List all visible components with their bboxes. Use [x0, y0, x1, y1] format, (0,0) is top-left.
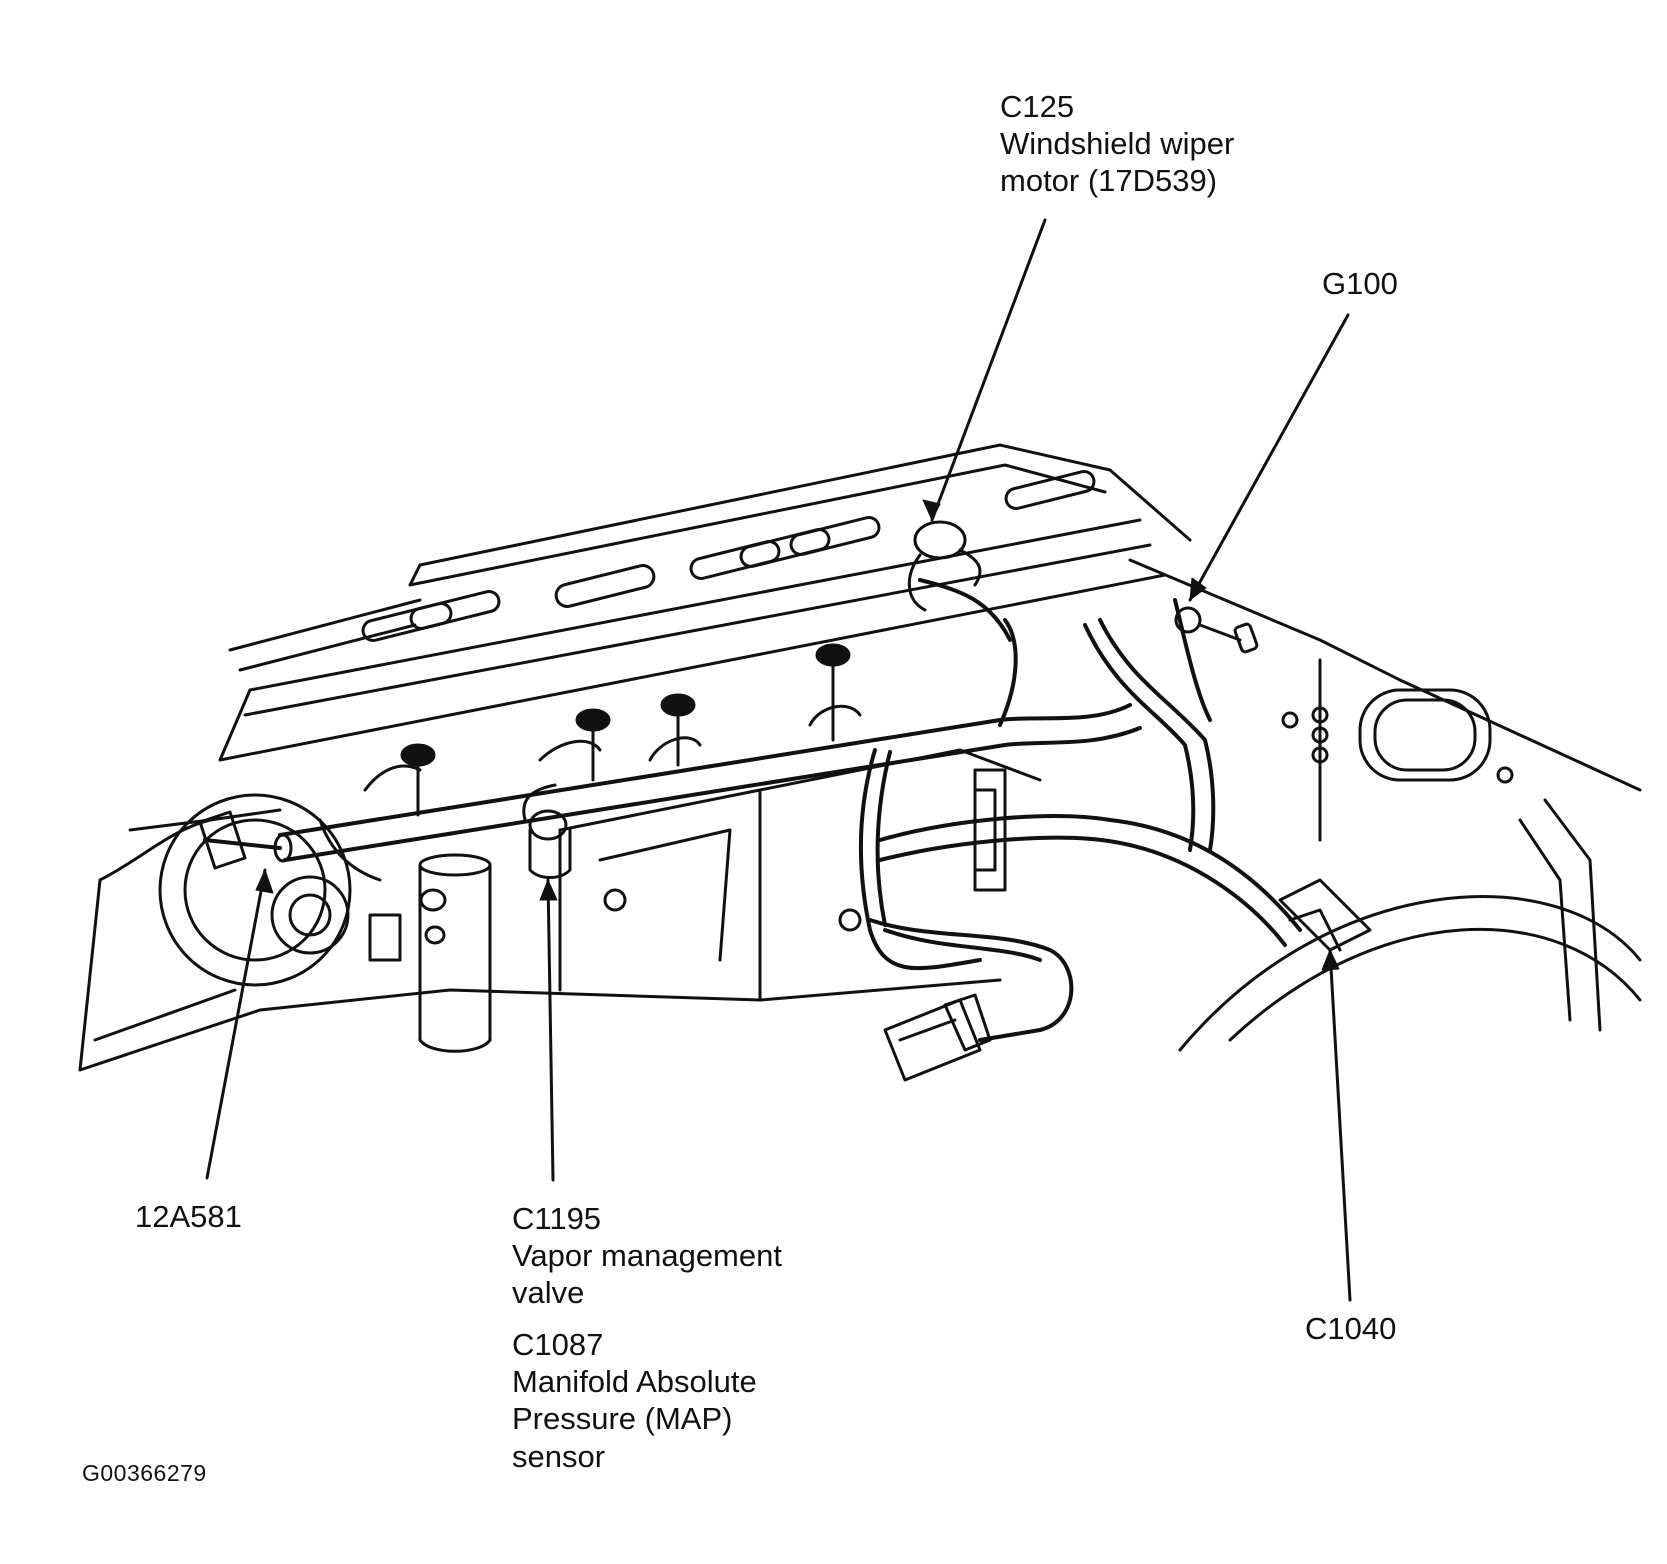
callout-c1087-line3: sensor [512, 1438, 606, 1474]
right-fender-wheelwell [1128, 558, 1642, 1052]
callout-c1087-line1: Manifold Absolute [512, 1364, 757, 1400]
connector-c1040-body [1278, 878, 1372, 952]
leader-12a581 [205, 868, 267, 1180]
callout-c1087: C1087 Manifold Absolute Pressure (MAP) s… [512, 1326, 757, 1475]
connector-c1195-body [522, 783, 572, 879]
wiring-harness-12a581 [198, 703, 1142, 870]
ground-g100-stud [1174, 606, 1259, 654]
callout-c1195-code: C1195 [512, 1201, 602, 1236]
callout-c1195: C1195 Vapor management valve [512, 1200, 782, 1312]
callout-c125-line2: motor (17D539) [1000, 163, 1218, 199]
callout-12a581-code: 12A581 [135, 1199, 242, 1234]
leader-c1040 [1328, 948, 1352, 1302]
callout-g100: G100 [1322, 265, 1398, 302]
leader-c1195 [546, 878, 555, 1182]
harness-push-pins [363, 643, 862, 817]
callout-c1040: C1040 [1305, 1310, 1396, 1347]
connector-c125-body [907, 520, 982, 612]
callout-c1195-line1: Vapor management [512, 1238, 782, 1274]
callout-c1195-line2: valve [512, 1275, 585, 1311]
callout-c125-line1: Windshield wiper [1000, 126, 1235, 162]
cowl-panel [218, 443, 1192, 762]
connector-loose-plug [883, 993, 992, 1082]
callout-c1040-code: C1040 [1305, 1311, 1397, 1346]
leader-arrowheads [255, 499, 1340, 971]
cowl-vent-slots [361, 470, 1096, 642]
leader-g100 [1188, 313, 1350, 602]
callout-c1087-line2: Pressure (MAP) [512, 1401, 733, 1437]
leader-c125 [930, 218, 1047, 522]
figure-id: G00366279 [82, 1460, 207, 1486]
accumulator-canister [318, 818, 492, 1053]
callout-c125-code: C125 [1000, 89, 1075, 124]
callout-c1087-code: C1087 [512, 1327, 604, 1362]
leader-lines [205, 218, 1352, 1302]
firewall-center [558, 748, 1042, 1002]
callout-c125: C125 Windshield wiper motor (17D539) [1000, 88, 1234, 200]
harness-branches [858, 578, 1302, 1042]
callout-12a581: 12A581 [135, 1198, 242, 1235]
callout-g100-code: G100 [1322, 266, 1398, 301]
